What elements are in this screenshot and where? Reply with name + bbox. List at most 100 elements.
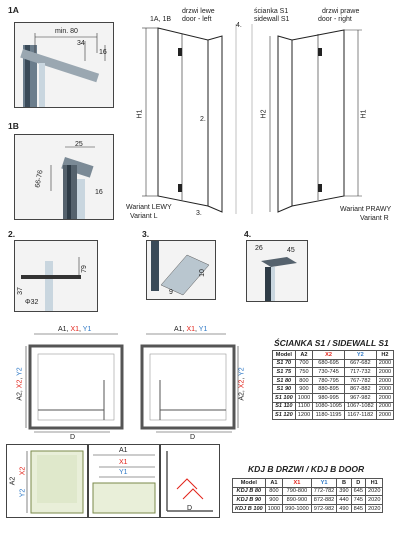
plan-a1: A1 [58, 326, 67, 333]
table-cell: 667-682 [343, 358, 377, 369]
detail-1b-drawing [50, 146, 95, 219]
h1-label: H1 [136, 109, 144, 119]
table-cell: 2020 [364, 503, 384, 514]
table-door-header: Y1 [310, 478, 338, 488]
door-right-pl: drzwi prawe [322, 8, 360, 15]
bottom-y2: Y2 [19, 488, 27, 498]
dim-79: 79 [80, 265, 88, 273]
table-cell: 990-1000 [282, 503, 312, 514]
detail-2-tag: 2. [8, 229, 16, 239]
detail-2-drawing [21, 257, 81, 311]
variant-right-en: Variant R [360, 215, 389, 222]
table-s1-header: H2 [375, 350, 395, 360]
plan-x1-r: X1 [186, 326, 196, 333]
h2-label: H2 [260, 109, 268, 119]
front-tag-1a-1b: 1A, 1B [150, 16, 172, 23]
plan-left-a2x2y2: A2, X2, Y2 [16, 367, 24, 401]
table-cell: 980-995 [312, 392, 345, 403]
table-cell: 890-900 [282, 495, 312, 505]
detail-3-drawing [151, 241, 210, 296]
plan-right-d: D [190, 434, 196, 441]
bottom-a1: A1 [119, 447, 128, 454]
table-cell: 767-782 [343, 375, 377, 386]
plan-x1: X1 [70, 326, 80, 333]
plan-y2-r: Y2 [238, 367, 246, 376]
dim-9: 9 [169, 289, 173, 296]
table-cell: 2000 [375, 410, 395, 420]
detail-4-drawing [261, 257, 297, 301]
detail-1b-tag: 1B [8, 121, 19, 131]
detail-3-tag: 3. [142, 229, 150, 239]
table-cell: 900 [294, 384, 314, 394]
table-cell: S1 120 [272, 410, 296, 420]
dim-37: 37 [16, 287, 24, 295]
table-cell: 2000 [375, 358, 395, 369]
door-left-en: door - left [182, 16, 212, 23]
table-cell: 750 [294, 367, 314, 377]
table-door-header: B [336, 478, 352, 488]
bottom-x2: X2 [19, 466, 27, 476]
table-cell: 900 [264, 495, 284, 505]
bottom-plan-drawing-2 [92, 454, 156, 514]
table-cell: 1167-1182 [343, 410, 377, 420]
table-cell: 1100 [294, 401, 314, 412]
plan-right-a1x1y1: A1, X1, Y1 [174, 326, 208, 333]
table-cell: 2000 [375, 375, 395, 386]
bottom-a2: A2 [9, 476, 17, 486]
detail-3-box: 10 9 [146, 240, 216, 300]
table-cell: 800 [294, 375, 314, 386]
dim-16-b: 16 [95, 189, 103, 196]
dim-26: 26 [255, 245, 263, 252]
front-tag-3: 3. [196, 210, 202, 217]
dim-45: 45 [287, 247, 295, 254]
table-cell: 2000 [375, 384, 395, 394]
table-door-title: KDJ B DRZWI / KDJ B DOOR [248, 464, 365, 474]
plan-x2: X2 [16, 379, 24, 389]
sidewall-en: sidewall S1 [254, 16, 290, 23]
table-cell: 1067-1082 [343, 401, 377, 412]
table-cell: 2000 [375, 367, 395, 377]
detail-4-tag: 4. [244, 229, 252, 239]
plan-left-a1x1y1: A1, X1, Y1 [58, 326, 92, 333]
h1-label-right: H1 [360, 109, 368, 119]
detail-2-box: 79 37 Φ32 [14, 240, 98, 312]
bottom-y1: Y1 [119, 469, 128, 476]
table-s1-title: ŚCIANKA S1 / SIDEWALL S1 [274, 338, 389, 348]
plan-y1: Y1 [82, 326, 92, 333]
bottom-plan-box-2: A1 X1 Y1 [88, 444, 160, 518]
plan-y1-r: Y1 [198, 326, 208, 333]
table-cell: S1 100 [272, 392, 296, 403]
table-s1-header-row: Model A2 X2 Y2 H2 [272, 350, 395, 360]
plan-a2-r: A2 [238, 392, 246, 401]
dim-10: 10 [198, 269, 206, 277]
sidewall-pl: ścianka S1 [254, 8, 289, 15]
table-s1-header: A2 [294, 350, 314, 360]
table-cell: 1000 [294, 392, 314, 403]
table-cell: 780-795 [312, 375, 345, 386]
table-cell: 717-732 [343, 367, 377, 377]
plan-right-a2x2y2: A2, X2, Y2 [238, 367, 246, 401]
plan-x2-r: X2 [238, 379, 246, 389]
table-cell: 867-882 [343, 384, 377, 394]
detail-1b-box: 25 66-76 16 [14, 134, 114, 220]
door-right-en: door - right [318, 16, 352, 23]
table-door-header: X1 [282, 478, 312, 488]
table-cell: 730-745 [312, 367, 345, 377]
dim-34: 34 [77, 40, 85, 47]
table-cell: 390 [336, 486, 352, 497]
table-cell: 800 [264, 486, 284, 497]
detail-1a-box: min. 80 34 16 [14, 22, 114, 108]
table-cell: 700 [294, 358, 314, 369]
plan-a2: A2 [16, 392, 24, 401]
table-cell: S1 110 [272, 401, 296, 412]
table-cell: 790-800 [282, 486, 312, 497]
